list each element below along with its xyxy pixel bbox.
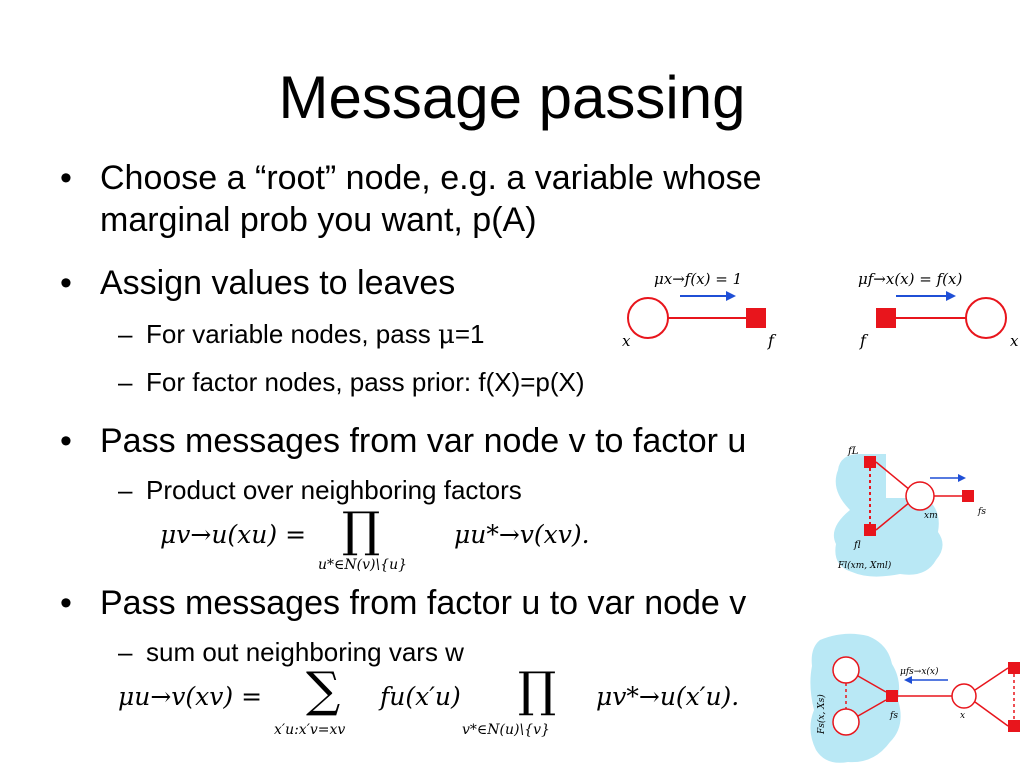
slide-title: Message passing [278,64,746,131]
arrow-head [904,676,912,684]
factor-node [886,690,898,702]
factor-term: fu(x′u) [380,682,461,711]
mu-symbol: μ [437,320,455,350]
product-operator: ∏ [518,662,557,718]
bullet-dot: • [60,264,72,302]
sum-operator: ∑ [306,662,341,718]
right-factor-node [1008,662,1020,674]
subbullet-text: For factor nodes, pass prior: f(X)=p(X) [146,367,585,397]
message-label: μf→x(x) = f(x) [858,270,962,288]
equation-lhs: μv→u(xu) = [160,520,307,549]
edge [857,675,887,693]
edge [974,701,1009,727]
edge [974,667,1009,691]
bottom-factor-node [864,524,876,536]
subbullet-variable-nodes: –For variable nodes, pass μ=1 [118,318,485,351]
variable-label: x [960,711,965,721]
variable-label: x [1010,332,1019,350]
bullet-text: Assign values to leaves [100,264,456,302]
equation-rhs: μv*→u(x′u). [596,682,740,711]
neighbor-region [833,454,943,577]
out-factor-node [962,490,974,502]
subbullet-sum-out: –sum out neighboring vars w [118,636,464,668]
factor-node [876,308,896,328]
neighbor-variable-node [832,708,860,736]
variable-label: xm [924,511,938,521]
variable-node [965,297,1007,339]
subbullet-text: Product over neighboring factors [146,475,522,505]
figure-factor-to-var: μf→x(x) = f(x) f x [858,270,1019,350]
message-label: μx→f(x) = 1 [654,270,742,288]
arrow-head [958,474,966,482]
equation-factor-to-var: μu→v(xv) = ∑ x′u:x′v=xv fu(x′u) ∏ v*∈N(u… [118,662,758,752]
figure-factor-node-neighbors: Fs(x, Xs) μfs→x(x) fs x [810,633,1020,763]
product-subscript: u*∈N(v)\{u} [318,557,408,573]
equation-lhs: μu→v(xv) = [118,682,263,711]
top-factor-node [864,456,876,468]
region-label: Fl(xm, Xml) [837,560,892,571]
factor-node [746,308,766,328]
factor-label: f [859,331,869,350]
arrow-head [946,291,956,301]
right-factor-node [1008,720,1020,732]
edge [875,461,911,491]
subbullet-text: For variable nodes, pass [146,319,438,349]
region-label: Fs(x, Xs) [816,694,827,735]
top-factor-label: fL [847,446,859,457]
bullet-dot: • [60,422,72,460]
bullet-dot: • [60,584,72,622]
subbullet-dash: – [118,319,133,349]
bullet-dot: • [60,159,72,197]
subbullet-dash: – [118,367,133,397]
product-subscript: v*∈N(u)\{v} [462,722,550,738]
bullet-text-line2: marginal prob you want, p(A) [100,201,537,239]
neighbor-variable-node [832,656,860,684]
variable-label: x [622,332,631,350]
subbullet-factor-nodes: –For factor nodes, pass prior: f(X)=p(X) [118,366,585,398]
out-factor-label: fs [977,507,986,517]
bullet-text: Pass messages from var node v to factor … [100,422,747,460]
variable-node [905,481,935,511]
arrow-head [726,291,736,301]
message-label: μfs→x(x) [900,666,939,677]
equation-var-to-factor: μv→u(xu) = ∏ u*∈N(v)\{u} μu*→v(xv). [160,502,600,580]
equation-rhs: μu*→v(xv). [454,520,590,549]
bottom-factor-label: fl [853,540,861,551]
subbullet-dash: – [118,637,133,667]
edge [875,501,911,531]
variable-node [627,297,669,339]
subbullet-product: –Product over neighboring factors [118,474,522,506]
subbullet-dash: – [118,475,133,505]
product-operator: ∏ [342,502,381,558]
figure-var-node-neighbors: fL xm fs fl Fl(xm, Xml) [833,446,986,577]
factor-label: f [767,331,777,350]
sum-subscript: x′u:x′v=xv [274,722,346,738]
edge [857,699,887,717]
variable-node [951,683,977,709]
figure-var-to-factor: μx→f(x) = 1 x f [622,270,777,350]
bullet-text: Choose a “root” node, e.g. a variable wh… [100,159,762,197]
factor-label: fs [889,711,898,721]
subbullet-text-end: =1 [454,319,485,349]
bullet-text: Pass messages from factor u to var node … [100,584,747,622]
subbullet-text: sum out neighboring vars w [146,637,464,667]
